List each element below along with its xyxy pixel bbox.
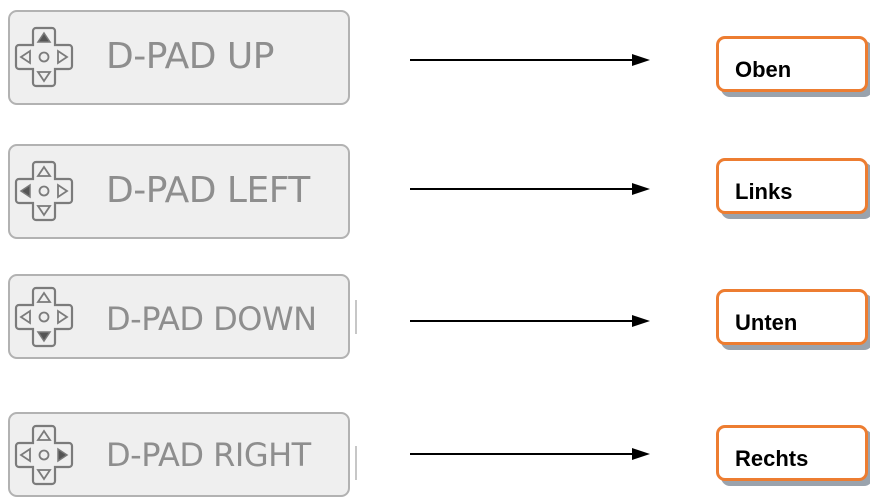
dpad-right-icon xyxy=(14,424,74,486)
output-box-right: Rechts xyxy=(716,425,868,481)
output-label-down: Unten xyxy=(735,310,798,335)
output-label-left: Links xyxy=(735,179,793,204)
arrow-icon xyxy=(410,448,650,460)
dpad-left-label: D-PAD LEFT xyxy=(106,170,310,211)
dpad-left-icon xyxy=(14,160,74,222)
dpad-down-button[interactable]: D-PAD DOWN xyxy=(8,274,350,359)
mapping-row-left: D-PAD LEFT Links xyxy=(0,0,870,239)
dpad-right-button[interactable]: D-PAD RIGHT xyxy=(8,412,350,497)
output-box-up: Oben xyxy=(716,36,868,92)
dpad-up-button[interactable]: D-PAD UP xyxy=(8,10,350,105)
mapping-row-up: D-PAD UP Oben xyxy=(0,0,870,110)
output-label-right: Rechts xyxy=(735,446,809,471)
output-label-up: Oben xyxy=(735,57,792,82)
dpad-up-label: D-PAD UP xyxy=(106,36,274,77)
divider-tick xyxy=(355,446,357,480)
output-box-left: Links xyxy=(716,158,868,214)
dpad-down-label: D-PAD DOWN xyxy=(106,300,317,338)
arrow-icon xyxy=(410,54,650,66)
arrow-icon xyxy=(410,315,650,327)
mapping-row-down: D-PAD DOWN Unten xyxy=(0,0,870,359)
dpad-down-icon xyxy=(14,286,74,348)
divider-tick xyxy=(355,300,357,334)
output-box-down: Unten xyxy=(716,289,868,345)
dpad-right-label: D-PAD RIGHT xyxy=(106,436,311,474)
dpad-left-button[interactable]: D-PAD LEFT xyxy=(8,144,350,239)
arrow-icon xyxy=(410,183,650,195)
dpad-up-icon xyxy=(14,26,74,88)
